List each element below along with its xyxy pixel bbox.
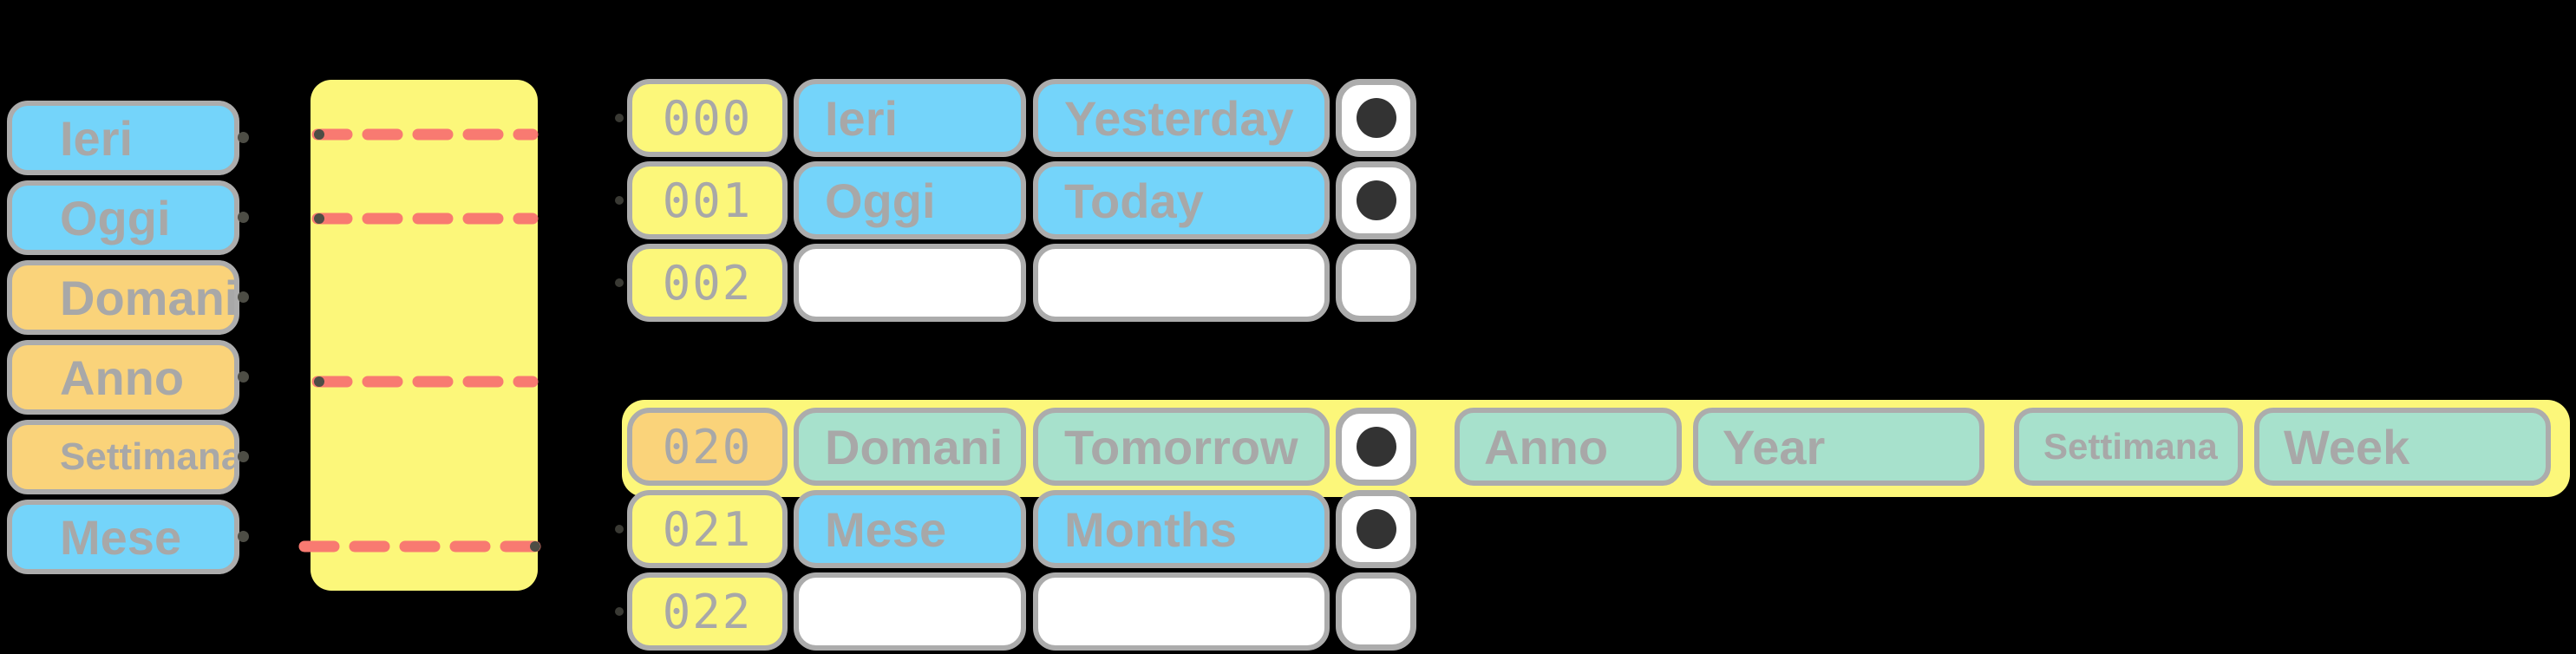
deck-row-id: 020 (627, 408, 788, 486)
back-card-slot[interactable]: Tomorrow (1033, 408, 1330, 486)
timeline-panel (298, 80, 541, 591)
front-card-slot[interactable]: Mese (794, 490, 1026, 568)
deck-row-id: 000 (627, 79, 788, 157)
vocab-card-anno[interactable]: Anno (7, 340, 239, 415)
front-card-slot[interactable] (794, 572, 1026, 651)
marker-arrow-tip (314, 376, 324, 387)
status-cell (1336, 79, 1416, 157)
status-dot (1356, 427, 1396, 467)
status-cell (1336, 161, 1416, 239)
band-card-year[interactable]: Year (1693, 408, 1984, 486)
connector-dot (615, 278, 624, 287)
marker-arrow-tip (530, 541, 540, 552)
front-card-slot[interactable] (794, 244, 1026, 322)
deck-row-id: 002 (627, 244, 788, 322)
back-card-slot[interactable]: Today (1033, 161, 1330, 239)
front-card-slot[interactable]: Oggi (794, 161, 1026, 239)
status-dot (1356, 509, 1396, 549)
front-card-slot[interactable]: Ieri (794, 79, 1026, 157)
deck-row-id: 001 (627, 161, 788, 239)
connector-dot (615, 114, 624, 122)
marker-arrow-tip (314, 129, 324, 140)
front-card-slot[interactable]: Domani (794, 408, 1026, 486)
connector-dot (615, 196, 624, 205)
connector-dot (238, 531, 249, 542)
band-card-anno[interactable]: Anno (1455, 408, 1682, 486)
status-cell (1336, 408, 1416, 486)
status-dot (1356, 180, 1396, 220)
status-cell (1336, 572, 1416, 651)
back-card-slot[interactable] (1033, 572, 1330, 651)
connector-dot (238, 132, 249, 143)
connector-dot (238, 371, 249, 383)
connector-dot (238, 291, 249, 303)
vocab-card-domani[interactable]: Domani (7, 260, 239, 335)
vocab-card-mese[interactable]: Mese (7, 500, 239, 574)
connector-dot (238, 451, 249, 462)
status-cell (1336, 244, 1416, 322)
back-card-slot[interactable]: Yesterday (1033, 79, 1330, 157)
vocab-card-settimana[interactable]: Settimana (7, 420, 239, 494)
back-card-slot[interactable]: Months (1033, 490, 1330, 568)
marker-arrow-tip (314, 213, 324, 224)
connector-dot (615, 607, 624, 616)
deck-row-id: 021 (627, 490, 788, 568)
band-card-week[interactable]: Week (2254, 408, 2551, 486)
connector-dot (238, 212, 249, 223)
band-card-settimana[interactable]: Settimana (2014, 408, 2243, 486)
vocab-card-oggi[interactable]: Oggi (7, 180, 239, 255)
status-cell (1336, 490, 1416, 568)
status-dot (1356, 98, 1396, 138)
deck-row-id: 022 (627, 572, 788, 651)
connector-dot (615, 525, 624, 533)
vocab-card-ieri[interactable]: Ieri (7, 101, 239, 175)
back-card-slot[interactable] (1033, 244, 1330, 322)
